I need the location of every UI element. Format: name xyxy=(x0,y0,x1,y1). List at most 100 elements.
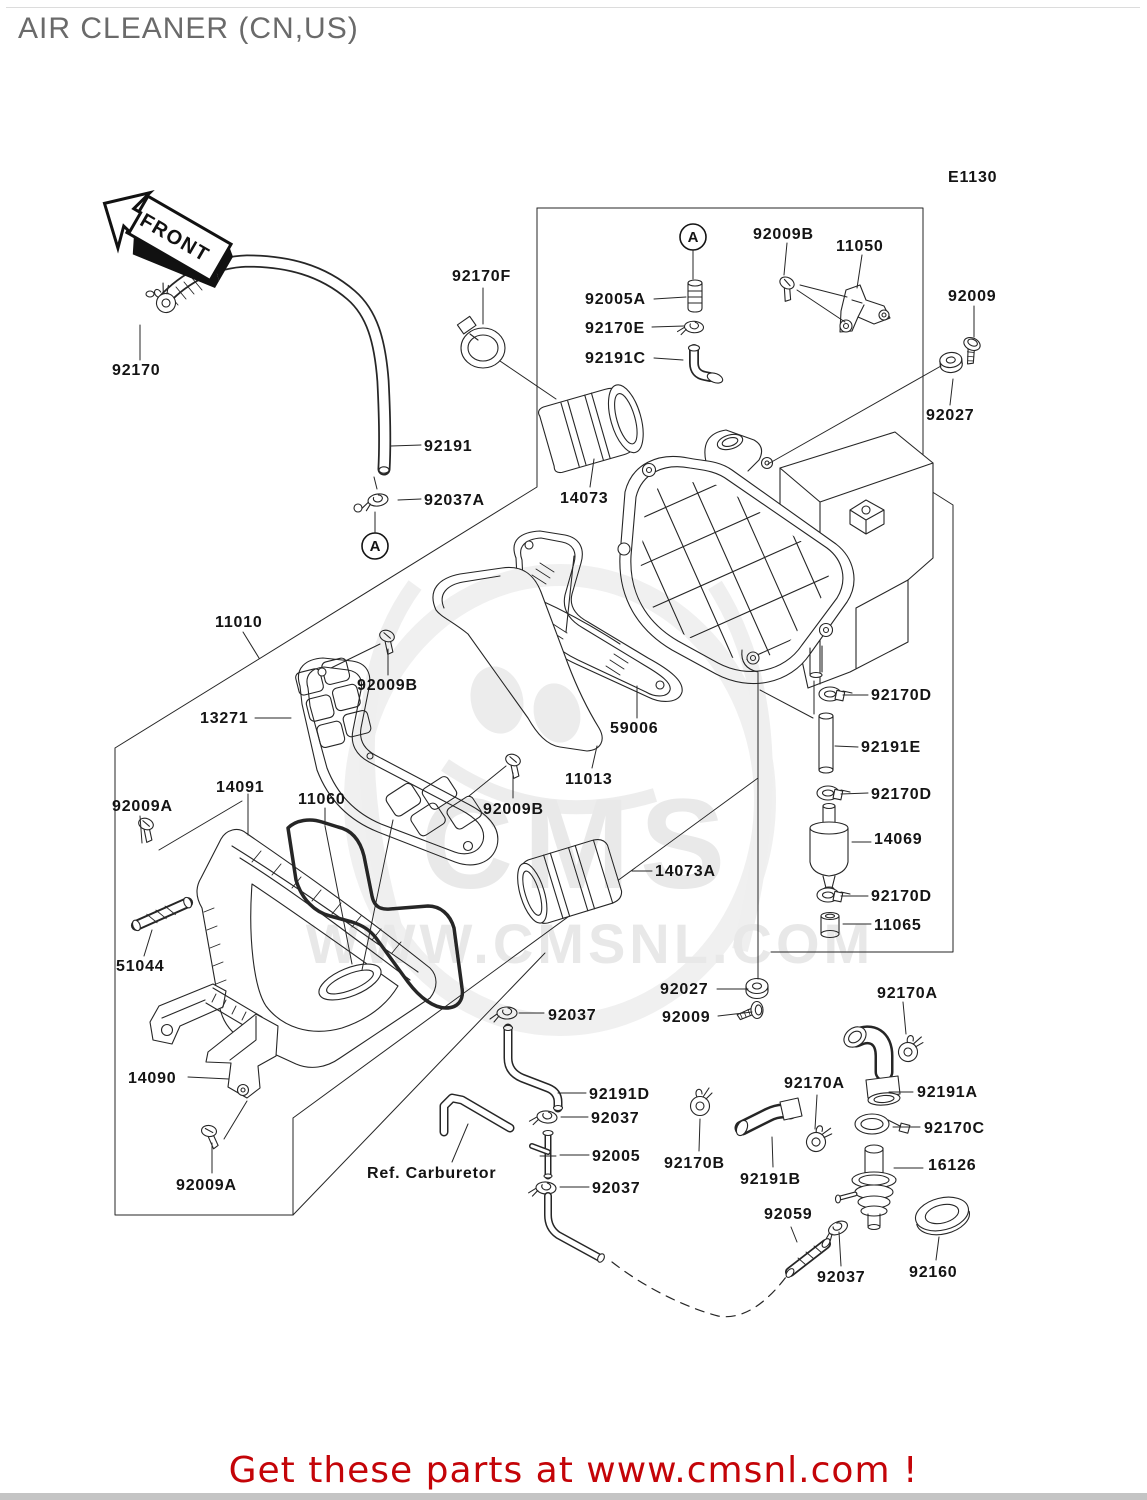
part-label-92009b: 92009B xyxy=(753,226,814,243)
front-badge: FRONT xyxy=(102,189,234,288)
part-92160-ring xyxy=(914,1196,970,1236)
part-label-14091: 14091 xyxy=(216,779,265,796)
part-92009a-screw-2 xyxy=(198,1123,222,1150)
part-92191c-elbow xyxy=(687,344,724,384)
part-ref-carburetor-hose xyxy=(439,1093,515,1137)
part-label-92059: 92059 xyxy=(764,1206,813,1223)
part-92170b-clamp xyxy=(689,1087,713,1117)
part-92170a-clamp-right xyxy=(895,1031,925,1065)
part-92191-breather-hose xyxy=(156,254,392,476)
top-rule xyxy=(6,7,1140,8)
part-92059-hose xyxy=(785,1238,831,1278)
part-label-e1130: E1130 xyxy=(948,169,997,186)
circled-letter-layer: AA xyxy=(361,223,707,560)
part-label-51044: 51044 xyxy=(116,958,165,975)
part-label-92191c: 92191C xyxy=(585,350,646,367)
part-label-92009a: 92009A xyxy=(112,798,173,815)
part-92037-clip-2 xyxy=(528,1108,559,1128)
structure-lines xyxy=(114,207,954,1216)
part-label-ref-carburetor: Ref. Carburetor xyxy=(367,1165,496,1182)
part-92009-bolt-2 xyxy=(736,1000,764,1021)
part-label-92170b: 92170B xyxy=(664,1155,725,1172)
part-92191b-hose xyxy=(734,1097,803,1137)
part-label-13271: 13271 xyxy=(200,710,249,727)
part-label-14073: 14073 xyxy=(560,490,609,507)
part-92170e-clip xyxy=(676,319,705,337)
part-label-92037a: 92037A xyxy=(424,492,485,509)
part-label-92170f: 92170F xyxy=(452,268,511,285)
svg-text:A: A xyxy=(370,538,381,555)
part-label-11065: 11065 xyxy=(874,917,922,934)
part-label-92160: 92160 xyxy=(909,1264,958,1281)
part-label-92170a: 92170A xyxy=(877,985,938,1002)
part-label-92009a: 92009A xyxy=(176,1177,237,1194)
part-92170d-clamp-2 xyxy=(816,785,851,801)
part-92009a-screw-1 xyxy=(132,815,159,845)
part-92037a-clip xyxy=(353,492,390,513)
part-92005a-valve xyxy=(687,279,703,313)
part-label-11010: 11010 xyxy=(215,614,263,631)
part-label-92170a: 92170A xyxy=(784,1075,845,1092)
bottom-strip xyxy=(0,1493,1147,1500)
part-label-92009: 92009 xyxy=(948,288,997,305)
part-label-11060: 11060 xyxy=(298,791,346,808)
part-92191a-elbow xyxy=(843,1025,901,1106)
leader-lines xyxy=(139,242,975,1318)
circled-letter-a: A xyxy=(679,223,707,251)
part-92027-nut-2 xyxy=(745,977,769,1000)
part-label-92037: 92037 xyxy=(591,1110,640,1127)
part-92037-clip-3 xyxy=(527,1180,557,1199)
svg-text:A: A xyxy=(688,229,699,246)
part-92170d-clamp-1 xyxy=(818,686,853,702)
part-51044-tube xyxy=(130,896,194,932)
watermark-site: WWW.CMSNL.COM xyxy=(306,912,874,975)
part-label-11050: 11050 xyxy=(836,238,884,255)
part-11065-cap xyxy=(820,911,840,939)
part-label-14069: 14069 xyxy=(874,831,923,848)
part-92027-nut xyxy=(938,350,964,375)
part-92170f-clamp xyxy=(456,315,506,369)
part-14073a-duct xyxy=(517,839,623,924)
part-label-92170d: 92170D xyxy=(871,786,932,803)
part-label-92005: 92005 xyxy=(592,1148,641,1165)
part-label-14073a: 14073A xyxy=(655,863,716,880)
part-label-92191a: 92191A xyxy=(917,1084,978,1101)
page-title: AIR CLEANER (CN,US) xyxy=(18,12,359,45)
part-label-92037: 92037 xyxy=(592,1180,641,1197)
part-92191e-tube xyxy=(818,712,834,774)
part-label-92191b: 92191B xyxy=(740,1171,801,1188)
part-label-92170: 92170 xyxy=(112,362,161,379)
part-label-92191e: 92191E xyxy=(861,739,921,756)
part-92170d-clamp-3 xyxy=(816,887,851,903)
part-label-92191d: 92191D xyxy=(589,1086,650,1103)
part-92170a-clamp-left xyxy=(803,1121,834,1156)
part-92009b-screw-1 xyxy=(771,274,800,304)
part-92170c-clamp xyxy=(854,1113,911,1135)
part-label-92170e: 92170E xyxy=(585,320,645,337)
part-drawings xyxy=(130,254,984,1278)
footer-promo-text: Get these parts at www.cmsnl.com ! xyxy=(228,1450,919,1491)
part-14069-canister xyxy=(809,802,849,901)
part-16126-valve xyxy=(834,1144,897,1231)
part-drain-hose-tail xyxy=(544,1192,605,1263)
part-label-59006: 59006 xyxy=(610,720,659,737)
part-label-92170c: 92170C xyxy=(924,1120,985,1137)
part-label-92009: 92009 xyxy=(662,1009,711,1026)
part-label-92037: 92037 xyxy=(817,1269,866,1286)
part-label-92170d: 92170D xyxy=(871,687,932,704)
part-14090-bracket xyxy=(149,983,279,1099)
part-label-92170d: 92170D xyxy=(871,888,932,905)
watermark-brand: CMS xyxy=(421,773,735,916)
part-92005-valve xyxy=(529,1129,557,1180)
part-92191d-hose xyxy=(502,1023,564,1113)
part-label-16126: 16126 xyxy=(928,1157,977,1174)
part-11050-bracket xyxy=(839,284,891,333)
part-label-92191: 92191 xyxy=(424,438,473,455)
part-label-92027: 92027 xyxy=(926,407,975,424)
part-14073-duct xyxy=(537,384,644,474)
part-label-14090: 14090 xyxy=(128,1070,177,1087)
circled-letter-a: A xyxy=(361,532,389,560)
part-label-92005a: 92005A xyxy=(585,291,646,308)
